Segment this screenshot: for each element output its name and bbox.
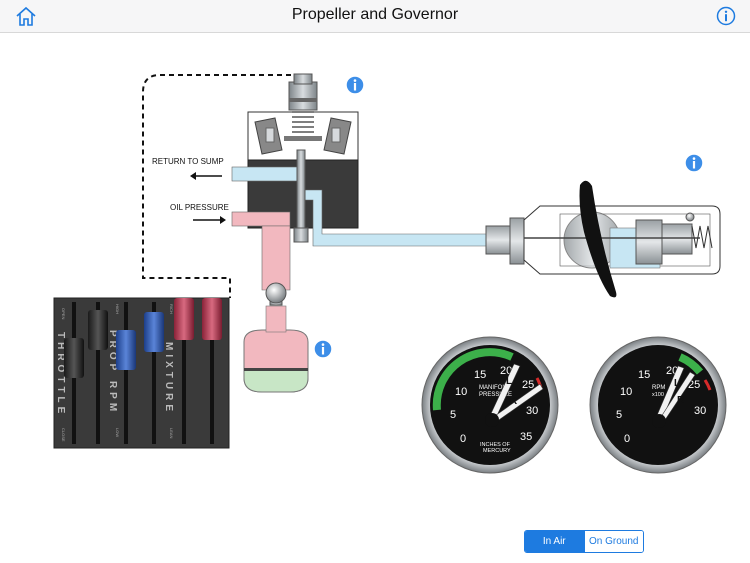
- rpm-tick-30: 30: [694, 405, 706, 417]
- return-to-sump-label: RETURN TO SUMP: [152, 157, 224, 166]
- propeller-info-icon[interactable]: [684, 153, 704, 173]
- manifold-pressure-gauge: [421, 336, 559, 474]
- manifold-needle-r-label: R: [510, 396, 518, 407]
- mixture-lever-right[interactable]: [202, 298, 222, 340]
- rpm-needle-r-label: R: [677, 395, 685, 406]
- throttle-close-label: CLOSE: [61, 428, 66, 442]
- manifold-unit-1: INCHES OF: [480, 442, 511, 448]
- manifold-tick-25: 25: [522, 379, 534, 391]
- prop-rpm-label: PROP RPM: [107, 330, 118, 415]
- rpm-title-1: RPM: [652, 385, 665, 391]
- flight-mode-segmented-control: In Air On Ground: [524, 530, 644, 553]
- throttle-lever-left[interactable]: [64, 338, 84, 378]
- manifold-tick-5: 5: [450, 409, 456, 421]
- governor-diagram: RETURN TO SUMP OIL PRESSURE OPEN THROTTL…: [53, 73, 727, 474]
- nav-bar: Propeller and Governor: [0, 0, 750, 33]
- manifold-tick-35: 35: [520, 431, 532, 443]
- prop-lever-left[interactable]: [116, 330, 136, 370]
- mode-on-ground-button[interactable]: On Ground: [583, 531, 643, 552]
- throttle-open-label: OPEN: [61, 308, 66, 319]
- manifold-tick-30: 30: [526, 405, 538, 417]
- rpm-tick-0: 0: [624, 433, 630, 445]
- pilot-valve: [296, 149, 306, 231]
- mixture-rich-label: RICH: [169, 304, 174, 314]
- prop-high-label: HIGH: [115, 304, 120, 314]
- rpm-tick-15: 15: [638, 369, 650, 381]
- manifold-tick-10: 10: [455, 386, 467, 398]
- info-icon[interactable]: [716, 6, 736, 26]
- accumulator-info-icon[interactable]: [313, 339, 333, 359]
- rpm-tick-5: 5: [616, 409, 622, 421]
- rpm-tick-10: 10: [620, 386, 632, 398]
- manifold-needle-l-label: L: [506, 376, 512, 387]
- mixture-lever-left[interactable]: [174, 298, 194, 340]
- governor-adjuster: [288, 81, 318, 111]
- page-title: Propeller and Governor: [291, 6, 459, 23]
- rpm-tick-25: 25: [688, 379, 700, 391]
- prop-lever-right[interactable]: [144, 312, 164, 352]
- manifold-tick-15: 15: [474, 369, 486, 381]
- mixture-lean-label: LEAN: [169, 428, 174, 439]
- throttle-lever-right[interactable]: [88, 310, 108, 350]
- control-linkage-dashed: [142, 74, 300, 298]
- propeller-blade: [579, 180, 617, 298]
- throttle-label: THROTTLE: [55, 332, 66, 417]
- home-icon[interactable]: [14, 5, 38, 27]
- manifold-title-2: PRESSURE: [479, 392, 512, 398]
- governor-info-icon[interactable]: [345, 75, 365, 95]
- manifold-tick-0: 0: [460, 433, 466, 445]
- rpm-title-2: x100: [652, 392, 664, 398]
- rpm-needle-l-label: L: [674, 378, 680, 389]
- mode-in-air-button[interactable]: In Air: [525, 531, 584, 552]
- manifold-unit-2: MERCURY: [483, 448, 511, 454]
- manifold-title-1: MANIFOLD: [479, 385, 511, 391]
- mixture-label: MIXTURE: [163, 342, 174, 415]
- prop-hub-adapter: [485, 225, 513, 255]
- prop-low-label: LOW: [115, 428, 120, 437]
- oil-pressure-label: OIL PRESSURE: [170, 203, 229, 212]
